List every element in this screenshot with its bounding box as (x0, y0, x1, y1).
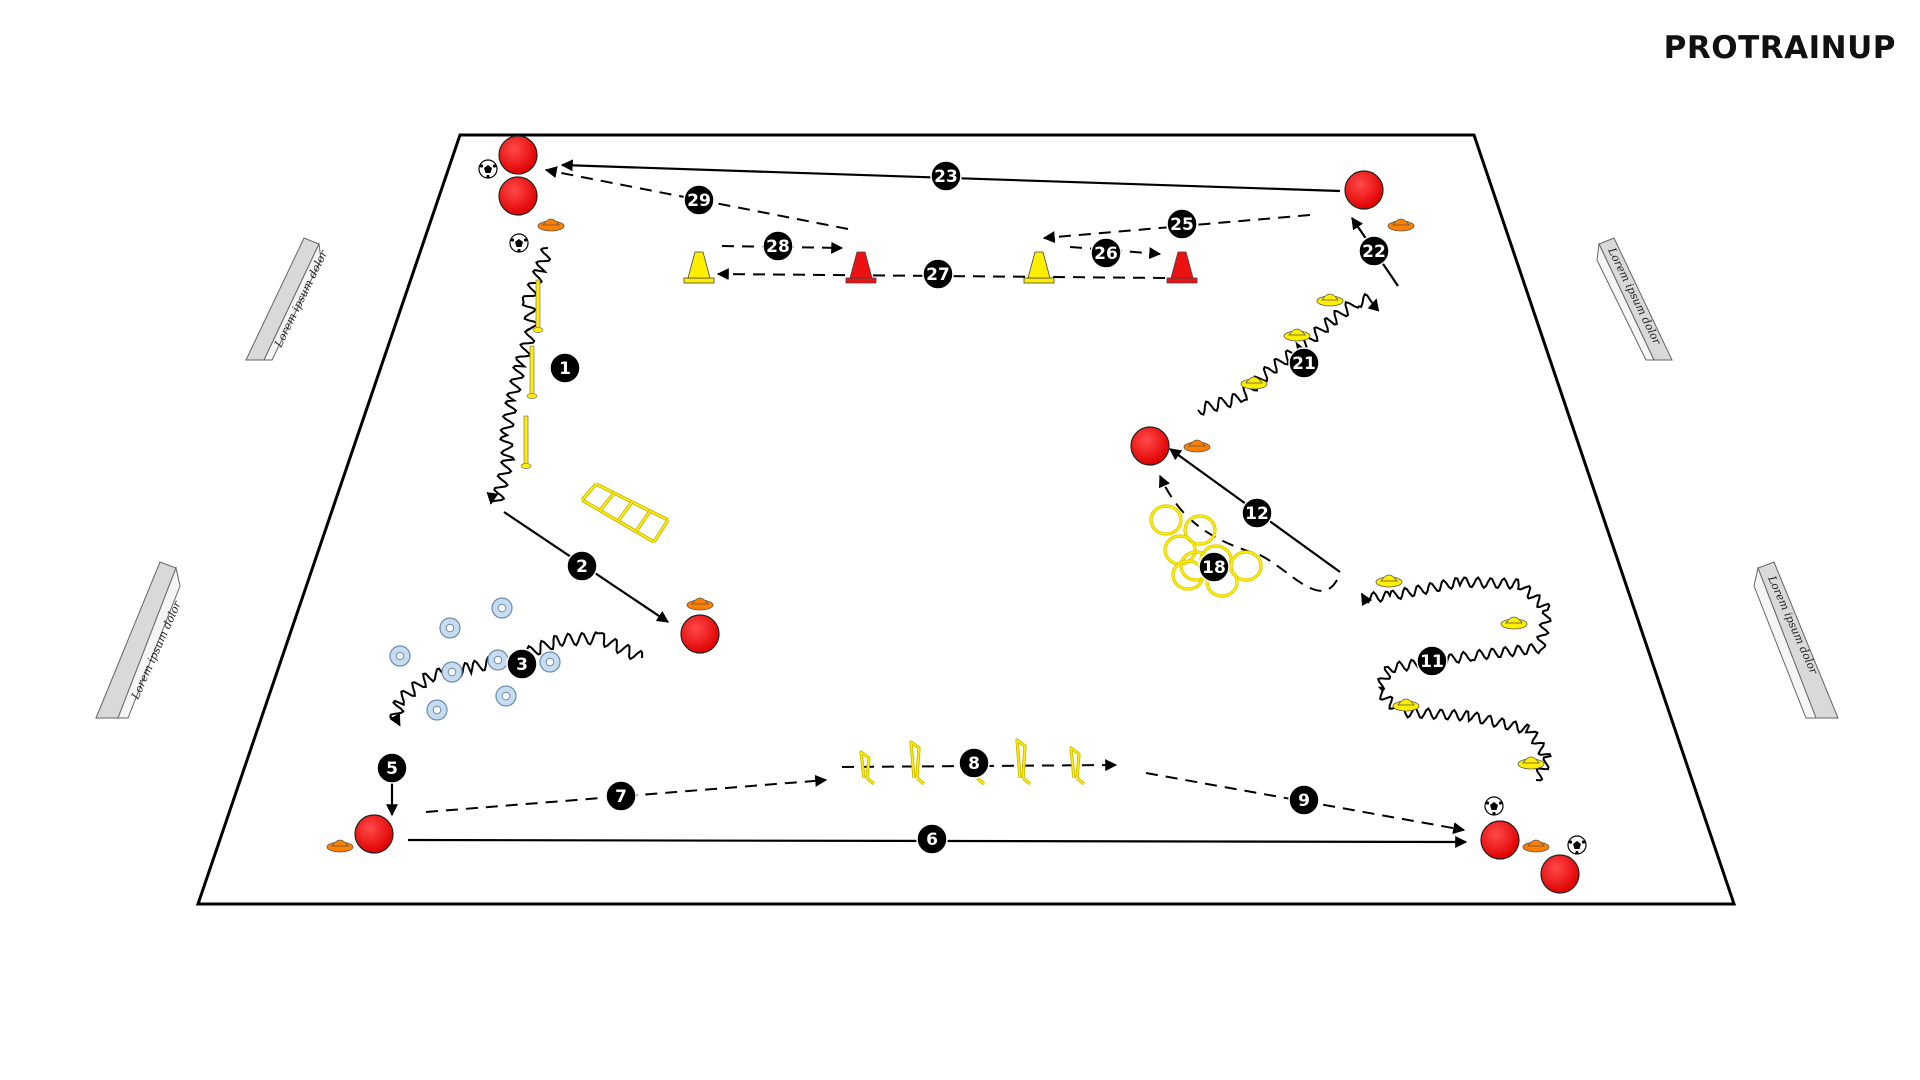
pole-icon (520, 415, 532, 469)
player-icon (1480, 820, 1520, 860)
step-label: 27 (922, 258, 954, 290)
marker-cone-icon (537, 218, 565, 232)
step-label: 28 (762, 230, 794, 262)
step-label-text: 7 (615, 787, 627, 807)
step-label: 25 (1166, 208, 1198, 240)
soccer-ball-icon (1567, 835, 1587, 855)
player-icon (1130, 426, 1170, 466)
marker-cone-icon (1522, 839, 1550, 853)
tall-cone-icon (683, 251, 715, 284)
hurdle-icon (859, 750, 876, 786)
marker-cone-icon (1517, 756, 1545, 770)
step-label-text: 1 (559, 359, 571, 379)
marker-cone-icon (1387, 218, 1415, 232)
hurdle-icon (909, 740, 926, 786)
pole-icon (526, 345, 538, 399)
dribble-path (1197, 292, 1380, 416)
player-icon (1344, 170, 1384, 210)
marker-cone-icon (1183, 439, 1211, 453)
step-label-text: 28 (766, 237, 790, 257)
player-icon (1540, 854, 1580, 894)
player-icon (498, 176, 538, 216)
pitch (195, 133, 1737, 906)
player-icon (498, 135, 538, 175)
step-label: 18 (1198, 551, 1230, 583)
soccer-ball-icon (1484, 796, 1504, 816)
ring-icon (389, 645, 411, 667)
brand-logo: PROTRAINUP (1663, 30, 1896, 66)
ring-icon (441, 661, 463, 683)
step-label: 11 (1416, 645, 1448, 677)
step-label-text: 25 (1170, 215, 1194, 235)
marker-cone-icon (686, 597, 714, 611)
ring-icon (495, 685, 517, 707)
step-label-text: 3 (516, 655, 528, 675)
step-label: 6 (916, 823, 948, 855)
dribble-paths (389, 247, 1552, 782)
step-label-text: 11 (1420, 652, 1444, 672)
ring-icon (426, 699, 448, 721)
step-label-text: 23 (934, 167, 958, 187)
hurdle-icon (1015, 738, 1032, 786)
step-label-text: 12 (1245, 504, 1269, 524)
step-label: 1 (549, 352, 581, 384)
marker-cone-icon (1392, 698, 1420, 712)
banner-left-bottom: Lorem ipsum dolor (95, 561, 184, 719)
step-label-text: 26 (1094, 244, 1118, 264)
marker-cone-icon (326, 839, 354, 853)
marker-cone-icon (1500, 616, 1528, 630)
tall-cone-icon (845, 251, 877, 284)
ring-icon (439, 617, 461, 639)
equipment (326, 135, 1587, 894)
step-label: 12 (1241, 497, 1273, 529)
ring-icon (491, 597, 513, 619)
ring-icon (539, 651, 561, 673)
step-label: 22 (1358, 235, 1390, 267)
pole-icon (532, 279, 544, 333)
step-label: 3 (506, 648, 538, 680)
ladder-icon (580, 482, 670, 544)
step-label-text: 18 (1202, 558, 1226, 578)
step-label-text: 5 (386, 759, 398, 779)
step-label: 8 (958, 747, 990, 779)
marker-cone-icon (1375, 574, 1403, 588)
marker-cone-icon (1240, 376, 1268, 390)
player-icon (680, 614, 720, 654)
banner-right-bottom: Lorem ipsum dolor (1753, 561, 1839, 719)
step-label-text: 6 (926, 830, 938, 850)
step-label-text: 22 (1362, 242, 1386, 262)
step-label: 5 (376, 752, 408, 784)
step-label-text: 8 (968, 754, 980, 774)
step-label: 23 (930, 160, 962, 192)
ring-icon (487, 649, 509, 671)
step-label-text: 27 (926, 265, 950, 285)
step-label-text: 2 (576, 557, 588, 577)
step-label-text: 9 (1298, 791, 1310, 811)
step-label: 9 (1288, 784, 1320, 816)
dribble-path (486, 247, 552, 505)
marker-cone-icon (1283, 328, 1311, 342)
banner-left-top: Lorem ipsum dolor (245, 237, 330, 361)
step-label-text: 21 (1292, 354, 1316, 374)
marker-cone-icon (1316, 293, 1344, 307)
banner-right-top: Lorem ipsum dolor (1596, 237, 1673, 361)
step-label: 2 (566, 550, 598, 582)
dribble-path (1360, 576, 1552, 782)
step-label: 26 (1090, 237, 1122, 269)
hoop-icon (1183, 514, 1217, 546)
step-label-text: 29 (687, 191, 711, 211)
hoop-icon (1229, 550, 1263, 582)
tall-cone-icon (1023, 251, 1055, 284)
step-label: 21 (1288, 347, 1320, 379)
hoop-icon (1149, 504, 1183, 536)
player-icon (354, 814, 394, 854)
tall-cone-icon (1166, 251, 1198, 284)
soccer-ball-icon (478, 159, 498, 179)
step-label: 7 (605, 780, 637, 812)
hurdle-icon (1069, 746, 1086, 786)
soccer-ball-icon (509, 233, 529, 253)
step-label: 29 (683, 184, 715, 216)
